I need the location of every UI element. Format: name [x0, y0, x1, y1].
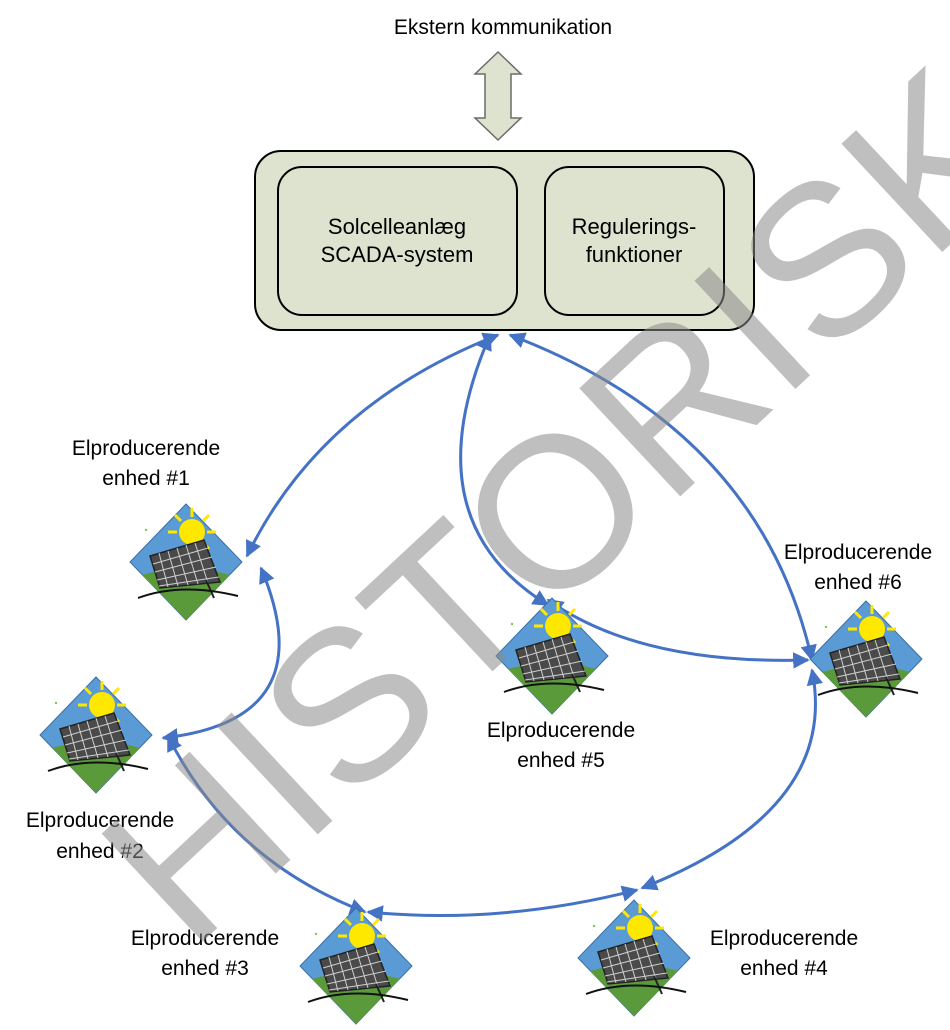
unit6-label-line1: Elproducerende [784, 541, 932, 564]
scada-title-line2: SCADA-system [321, 242, 474, 267]
external-communication-label: Ekstern kommunikation [394, 16, 612, 39]
unit2-label-line1: Elproducerende [26, 809, 174, 832]
regulation-functions-box [544, 166, 725, 316]
link-unit2-unit3 [166, 734, 367, 915]
double-arrow-icon [473, 50, 523, 142]
link-unit1-unit2 [161, 566, 281, 745]
solar-unit-3-icon [298, 906, 414, 1026]
link-unit3-unit4 [366, 885, 639, 922]
regulation-title-line2: funktioner [586, 242, 683, 267]
unit6-label-line2: enhed #6 [814, 571, 902, 594]
link-unit4-unit6 [640, 668, 823, 891]
unit1-label-line2: enhed #1 [102, 467, 190, 490]
regulation-title-line1: Regulerings- [572, 214, 697, 239]
unit3-label-line1: Elproducerende [131, 927, 279, 950]
unit4-label-line1: Elproducerende [710, 927, 858, 950]
scada-system-box [277, 166, 518, 316]
unit1-label-line1: Elproducerende [72, 437, 220, 460]
solar-unit-1-icon [128, 502, 244, 622]
unit2-label-line2: enhed #2 [56, 840, 144, 863]
scada-title-line1: Solcelleanlæg [328, 214, 466, 239]
unit5-label-line2: enhed #5 [517, 749, 605, 772]
link-scada-unit1 [245, 332, 500, 558]
solar-unit-6-icon [808, 599, 924, 719]
unit5-label-line1: Elproducerende [487, 719, 635, 742]
unit4-label-line2: enhed #4 [740, 957, 828, 980]
solar-unit-4-icon [576, 898, 692, 1018]
link-unit5-unit6 [546, 598, 810, 669]
unit3-label-line2: enhed #3 [161, 957, 249, 980]
